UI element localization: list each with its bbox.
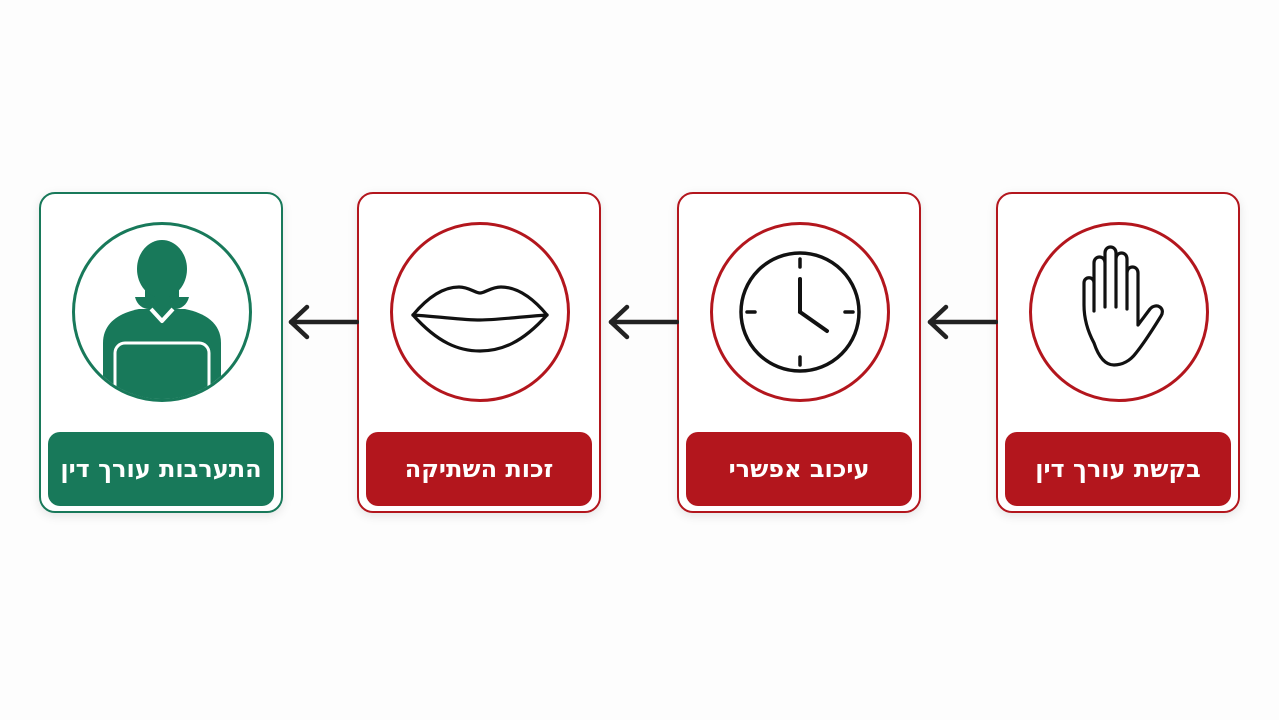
step-label: עיכוב אפשרי: [686, 432, 912, 506]
step-label: התערבות עורך דין: [48, 432, 274, 506]
raised-hand-icon: [1082, 245, 1164, 367]
icon-circle: [72, 222, 252, 402]
step-card-possible-delay: עיכוב אפשרי: [677, 192, 921, 513]
step-card-lawyer-intervention: התערבות עורך דין: [39, 192, 283, 513]
step-card-request-lawyer: בקשת עורך דין: [996, 192, 1240, 513]
icon-circle: [390, 222, 570, 402]
arrow-left-icon: [603, 302, 680, 342]
arrow-left-icon: [922, 302, 999, 342]
step-label: בקשת עורך דין: [1005, 432, 1231, 506]
clock-icon: [739, 251, 861, 373]
lips-icon: [411, 285, 549, 353]
icon-circle: [710, 222, 890, 402]
step-label: זכות השתיקה: [366, 432, 592, 506]
step-card-right-to-silence: זכות השתיקה: [357, 192, 601, 513]
lawyer-icon: [103, 240, 221, 399]
arrow-left-icon: [283, 302, 360, 342]
icon-circle: [1029, 222, 1209, 402]
